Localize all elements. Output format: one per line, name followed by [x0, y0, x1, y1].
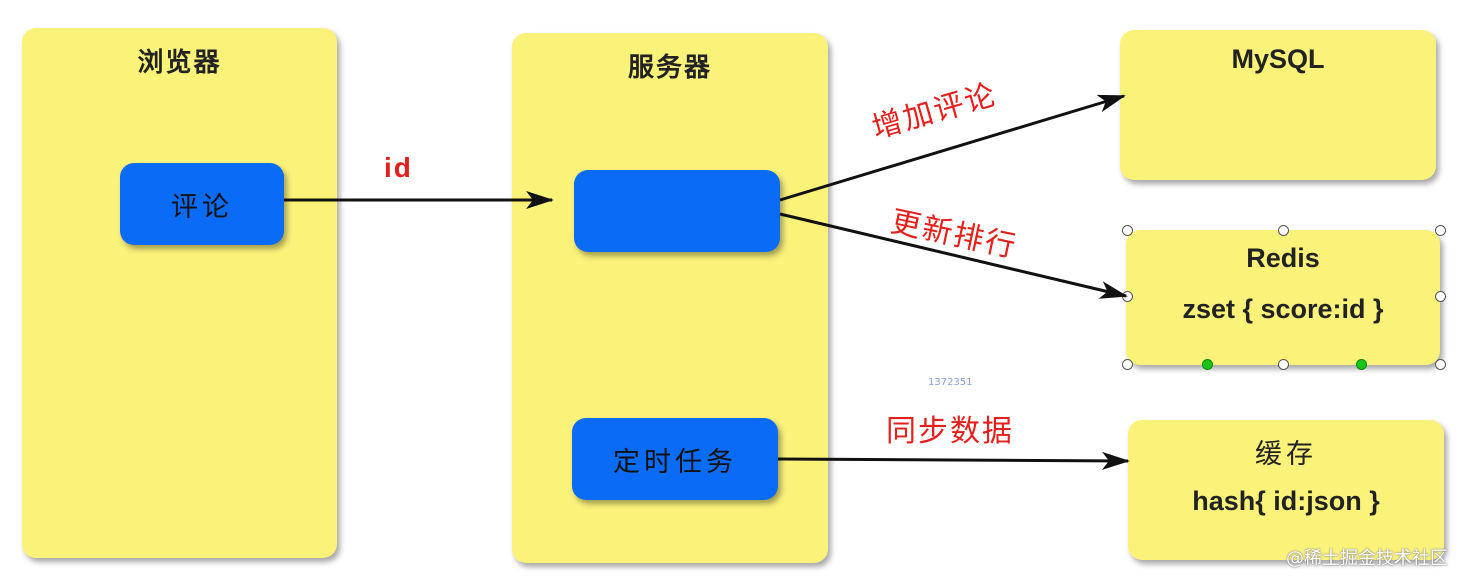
selection-handle[interactable] [1435, 291, 1446, 302]
cache-panel: 缓存 hash{ id:json } [1128, 420, 1444, 560]
cache-content: hash{ id:json } [1192, 486, 1380, 516]
edge-sync-data-arrow [777, 451, 1130, 470]
selection-handle[interactable] [1278, 225, 1289, 236]
connection-point-handle[interactable] [1202, 359, 1213, 370]
redis-panel[interactable]: Redis zset { score:id } [1126, 230, 1440, 365]
selection-handle[interactable] [1435, 225, 1446, 236]
selection-handle[interactable] [1122, 359, 1133, 370]
redis-title: Redis [1246, 243, 1320, 273]
edge-label-id: id [384, 152, 413, 183]
comment-button[interactable]: 评论 [120, 163, 284, 245]
watermark-text: @稀土掘金技术社区 [1286, 548, 1448, 569]
cache-title: 缓存 [1255, 439, 1317, 470]
cron-task-button[interactable]: 定时任务 [572, 418, 778, 500]
server-title: 服务器 [627, 53, 712, 83]
edge-update-rank-arrow [779, 212, 1128, 299]
selection-handle[interactable] [1435, 359, 1446, 370]
small-id-text: 1372351 [928, 377, 973, 388]
mysql-panel: MySQL [1120, 30, 1436, 180]
browser-title: 浏览器 [137, 48, 222, 78]
selection-handle[interactable] [1122, 225, 1133, 236]
edge-label-sync-data: 同步数据 [886, 414, 1014, 449]
mysql-title: MySQL [1231, 44, 1325, 74]
selection-handle[interactable] [1278, 359, 1289, 370]
browser-panel: 浏览器 [22, 28, 337, 558]
server-handler-button[interactable] [574, 170, 780, 252]
connection-point-handle[interactable] [1356, 359, 1367, 370]
edge-add-comment-arrow [779, 94, 1126, 202]
redis-content: zset { score:id } [1182, 294, 1384, 324]
